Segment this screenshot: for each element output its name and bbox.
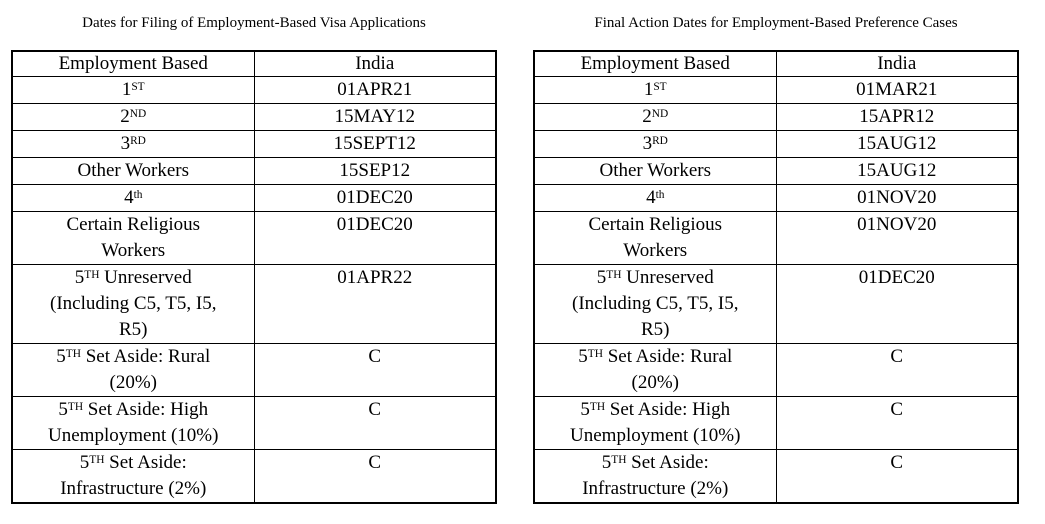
table-row: 2ND 15MAY12	[11, 103, 497, 131]
table-row: 5TH Unreserved (Including C5, T5, I5, R5…	[11, 264, 497, 344]
column-header-employment-based: Employment Based	[533, 50, 777, 77]
header-row: Employment Based India	[11, 50, 497, 77]
table-row: Other Workers 15SEP12	[11, 157, 497, 185]
category-cell: 2ND	[533, 103, 777, 131]
category-cell: Other Workers	[11, 157, 255, 185]
value-cell: 15AUG12	[775, 130, 1019, 158]
table-row: 5TH Set Aside: Infrastructure (2%) C	[11, 449, 497, 504]
table-row: 1ST 01MAR21	[533, 76, 1019, 104]
filing-dates-section: Dates for Filing of Employment-Based Vis…	[11, 0, 497, 504]
category-cell: Certain Religious Workers	[533, 211, 777, 265]
column-header-india: India	[253, 50, 497, 77]
table-row: Certain Religious Workers 01NOV20	[533, 211, 1019, 265]
value-cell: 01MAR21	[775, 76, 1019, 104]
filing-dates-table-title: Dates for Filing of Employment-Based Vis…	[82, 15, 426, 31]
final-action-dates-table: Employment Based India 1ST 01MAR21 2ND	[533, 50, 1019, 504]
value-cell: 15SEP12	[253, 157, 497, 185]
category-cell: Certain Religious Workers	[11, 211, 255, 265]
value-cell: C	[253, 449, 497, 504]
category-cell: Other Workers	[533, 157, 777, 185]
category-cell: 5TH Set Aside: Rural (20%)	[533, 343, 777, 397]
value-cell: 15AUG12	[775, 157, 1019, 185]
value-cell: C	[253, 396, 497, 450]
value-cell: 15APR12	[775, 103, 1019, 131]
table-header: Employment Based India	[11, 50, 497, 77]
category-cell: 5TH Set Aside: High Unemployment (10%)	[11, 396, 255, 450]
table-row: Other Workers 15AUG12	[533, 157, 1019, 185]
value-cell: 01DEC20	[775, 264, 1019, 344]
value-cell: 01APR22	[253, 264, 497, 344]
category-cell: 3RD	[533, 130, 777, 158]
table-row: 5TH Set Aside: High Unemployment (10%) C	[11, 396, 497, 450]
table-row: 5TH Set Aside: Rural (20%) C	[533, 343, 1019, 397]
category-cell: 1ST	[533, 76, 777, 104]
table-row: 5TH Set Aside: High Unemployment (10%) C	[533, 396, 1019, 450]
category-cell: 5TH Set Aside: Rural (20%)	[11, 343, 255, 397]
value-cell: 01NOV20	[775, 211, 1019, 265]
table-row: 3RD 15AUG12	[533, 130, 1019, 158]
value-cell: C	[775, 343, 1019, 397]
value-cell: 01APR21	[253, 76, 497, 104]
category-cell: 4th	[533, 184, 777, 212]
column-header-employment-based: Employment Based	[11, 50, 255, 77]
value-cell: C	[775, 396, 1019, 450]
value-cell: 01DEC20	[253, 184, 497, 212]
column-header-india: India	[775, 50, 1019, 77]
value-cell: 01NOV20	[775, 184, 1019, 212]
category-cell: 3RD	[11, 130, 255, 158]
value-cell: C	[775, 449, 1019, 504]
value-cell: 15MAY12	[253, 103, 497, 131]
visa-bulletin-tables: Dates for Filing of Employment-Based Vis…	[11, 0, 1019, 504]
category-cell: 5TH Set Aside: Infrastructure (2%)	[11, 449, 255, 504]
table-row: 5TH Set Aside: Infrastructure (2%) C	[533, 449, 1019, 504]
table-row: 4th 01DEC20	[11, 184, 497, 212]
category-cell: 5TH Set Aside: High Unemployment (10%)	[533, 396, 777, 450]
value-cell: C	[253, 343, 497, 397]
final-action-dates-table-title: Final Action Dates for Employment-Based …	[594, 15, 958, 31]
header-row: Employment Based India	[533, 50, 1019, 77]
category-cell: 2ND	[11, 103, 255, 131]
table-row: 5TH Set Aside: Rural (20%) C	[11, 343, 497, 397]
category-cell: 4th	[11, 184, 255, 212]
table-body: 1ST 01MAR21 2ND 15APR12 3RD 15AUG12	[533, 76, 1019, 504]
value-cell: 15SEPT12	[253, 130, 497, 158]
category-cell: 5TH Unreserved (Including C5, T5, I5, R5…	[533, 264, 777, 344]
final-action-dates-section: Final Action Dates for Employment-Based …	[533, 0, 1019, 504]
table-body: 1ST 01APR21 2ND 15MAY12 3RD 15SEPT12	[11, 76, 497, 504]
table-row: 5TH Unreserved (Including C5, T5, I5, R5…	[533, 264, 1019, 344]
table-row: 3RD 15SEPT12	[11, 130, 497, 158]
table-row: Certain Religious Workers 01DEC20	[11, 211, 497, 265]
value-cell: 01DEC20	[253, 211, 497, 265]
table-row: 4th 01NOV20	[533, 184, 1019, 212]
table-row: 1ST 01APR21	[11, 76, 497, 104]
category-cell: 5TH Set Aside: Infrastructure (2%)	[533, 449, 777, 504]
table-header: Employment Based India	[533, 50, 1019, 77]
table-row: 2ND 15APR12	[533, 103, 1019, 131]
category-cell: 1ST	[11, 76, 255, 104]
category-cell: 5TH Unreserved (Including C5, T5, I5, R5…	[11, 264, 255, 344]
filing-dates-table: Employment Based India 1ST 01APR21 2ND	[11, 50, 497, 504]
